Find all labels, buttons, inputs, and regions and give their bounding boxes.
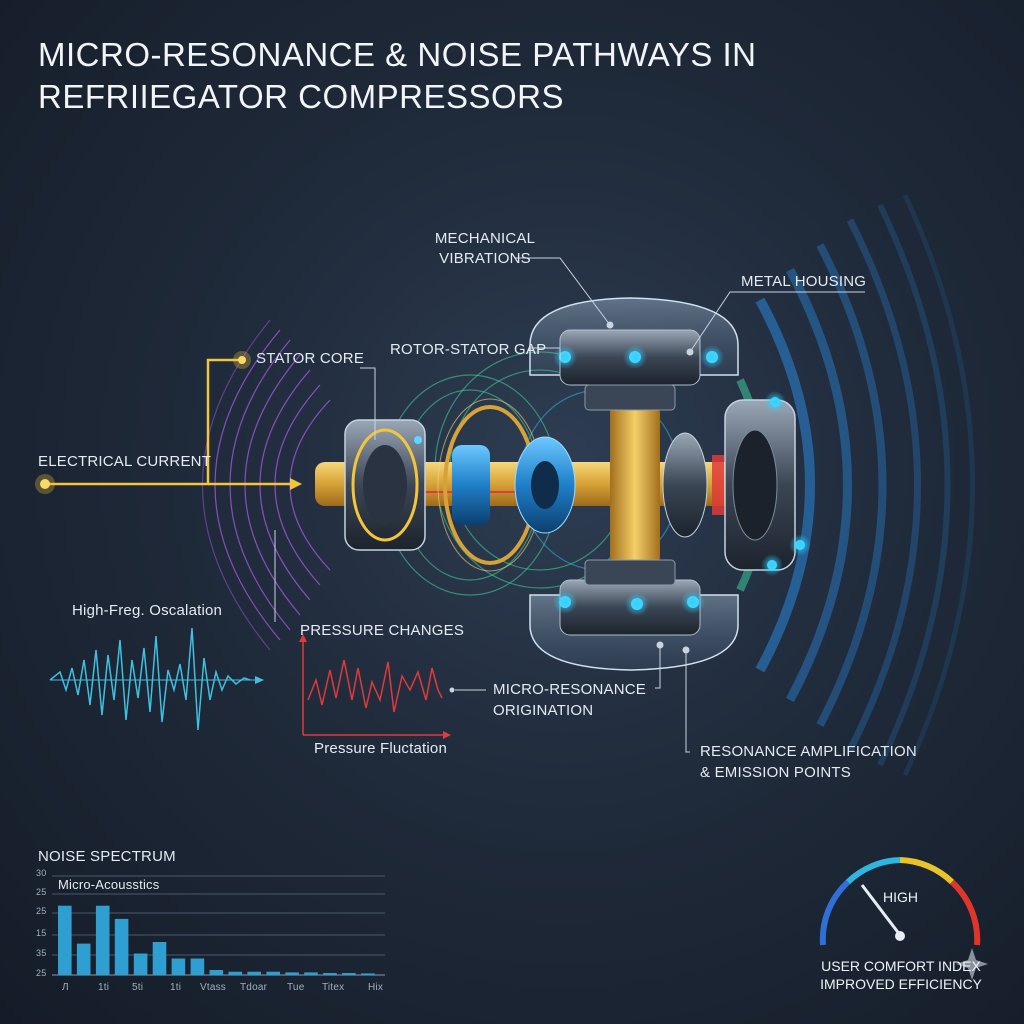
spectrum-bar (304, 972, 318, 975)
bottom-housing (529, 559, 739, 671)
pressure-changes-label: PRESSURE CHANGES (300, 622, 465, 639)
right-end-housing (724, 391, 811, 576)
x-tick-label: 1ti (170, 982, 182, 993)
spectrum-bar (190, 958, 205, 975)
y-tick-label: 25 (36, 968, 47, 978)
spectrum-bar (58, 905, 72, 975)
high-freq-oscillation-label: High-Freg. Oscalation (72, 602, 223, 619)
x-tick-label: Vtass (200, 982, 227, 993)
electrical-current-path (35, 351, 302, 494)
spectrum-bar (266, 971, 280, 975)
electrical-current-label: ELECTRICAL CURRENT (38, 453, 212, 470)
metal-housing-label: METAL HOUSING (741, 273, 867, 290)
x-tick-label: Tdoar (240, 982, 268, 993)
x-tick-label: Л (62, 982, 69, 993)
noise-spectrum-title: NOISE SPECTRUM (38, 848, 176, 865)
x-tick-label: Tue (287, 982, 305, 993)
spectrum-bar (95, 905, 110, 975)
y-tick-label: 15 (36, 928, 47, 938)
spectrum-bar (152, 942, 167, 975)
spectrum-bar (342, 973, 356, 975)
spectrum-bar (171, 958, 186, 975)
y-tick-label: 35 (36, 948, 47, 958)
leader-lines (274, 257, 865, 753)
spectrum-bar (228, 971, 243, 975)
y-tick-label: 30 (36, 868, 47, 878)
gauge-caption-1: USER COMFORT INDEX (821, 958, 981, 974)
resonance-amplification-line1: RESONANCE AMPLIFICATION (700, 743, 917, 760)
micro-resonance-label: MICRO-RESONANCE ORIGINATION (493, 681, 646, 719)
spectrum-bar (323, 973, 337, 975)
spectrum-bar (133, 953, 148, 975)
mechanical-vibrations-line2: VIBRATIONS (439, 250, 531, 267)
x-tick-label: 5ti (132, 982, 144, 993)
y-tick-label: 25 (36, 887, 47, 897)
x-tick-label: 1ti (98, 982, 110, 993)
x-tick-label: Titex (322, 982, 345, 993)
rotor-stator-gap-label: ROTOR-STATOR GAP (390, 341, 547, 358)
resonance-amplification-label: RESONANCE AMPLIFICATION & EMISSION POINT… (700, 743, 917, 781)
spectrum-bar (209, 970, 224, 975)
noise-spectrum-bars (58, 905, 375, 975)
mechanical-vibrations-line1: MECHANICAL (434, 230, 536, 247)
spectrum-bar (76, 943, 91, 975)
micro-resonance-line1: MICRO-RESONANCE (493, 681, 647, 698)
y-tick-label: 25 (36, 906, 47, 916)
spectrum-bar (247, 971, 261, 975)
title-line-1: MICRO-RESONANCE & NOISE PATHWAYS IN (38, 36, 757, 73)
x-tick-label: Hix (368, 982, 384, 993)
title-line-2: REFRIIEGATOR COMPRESSORS (38, 78, 565, 115)
spectrum-bar (361, 973, 375, 975)
pressure-chart (299, 634, 486, 739)
resonance-amplification-line2: & EMISSION POINTS (700, 764, 851, 781)
gauge-level-label: HIGH (883, 889, 918, 905)
pressure-fluctuation-label: Pressure Fluctation (314, 740, 448, 757)
noise-spectrum-subtitle: Micro-Acousstics (58, 877, 160, 892)
stator-core-label: STATOR CORE (256, 350, 365, 367)
spectrum-bar (114, 918, 129, 975)
micro-resonance-line2: ORIGINATION (493, 702, 594, 719)
top-housing (529, 297, 739, 411)
stator-core (344, 419, 426, 551)
gauge-caption-2: IMPROVED EFFICIENCY (820, 976, 982, 992)
oscillation-waveform (49, 627, 264, 731)
comfort-gauge (819, 857, 988, 980)
rotor-assembly (437, 398, 724, 572)
mechanical-vibrations-label: MECHANICAL VIBRATIONS (420, 230, 550, 267)
spectrum-bar (285, 972, 299, 975)
